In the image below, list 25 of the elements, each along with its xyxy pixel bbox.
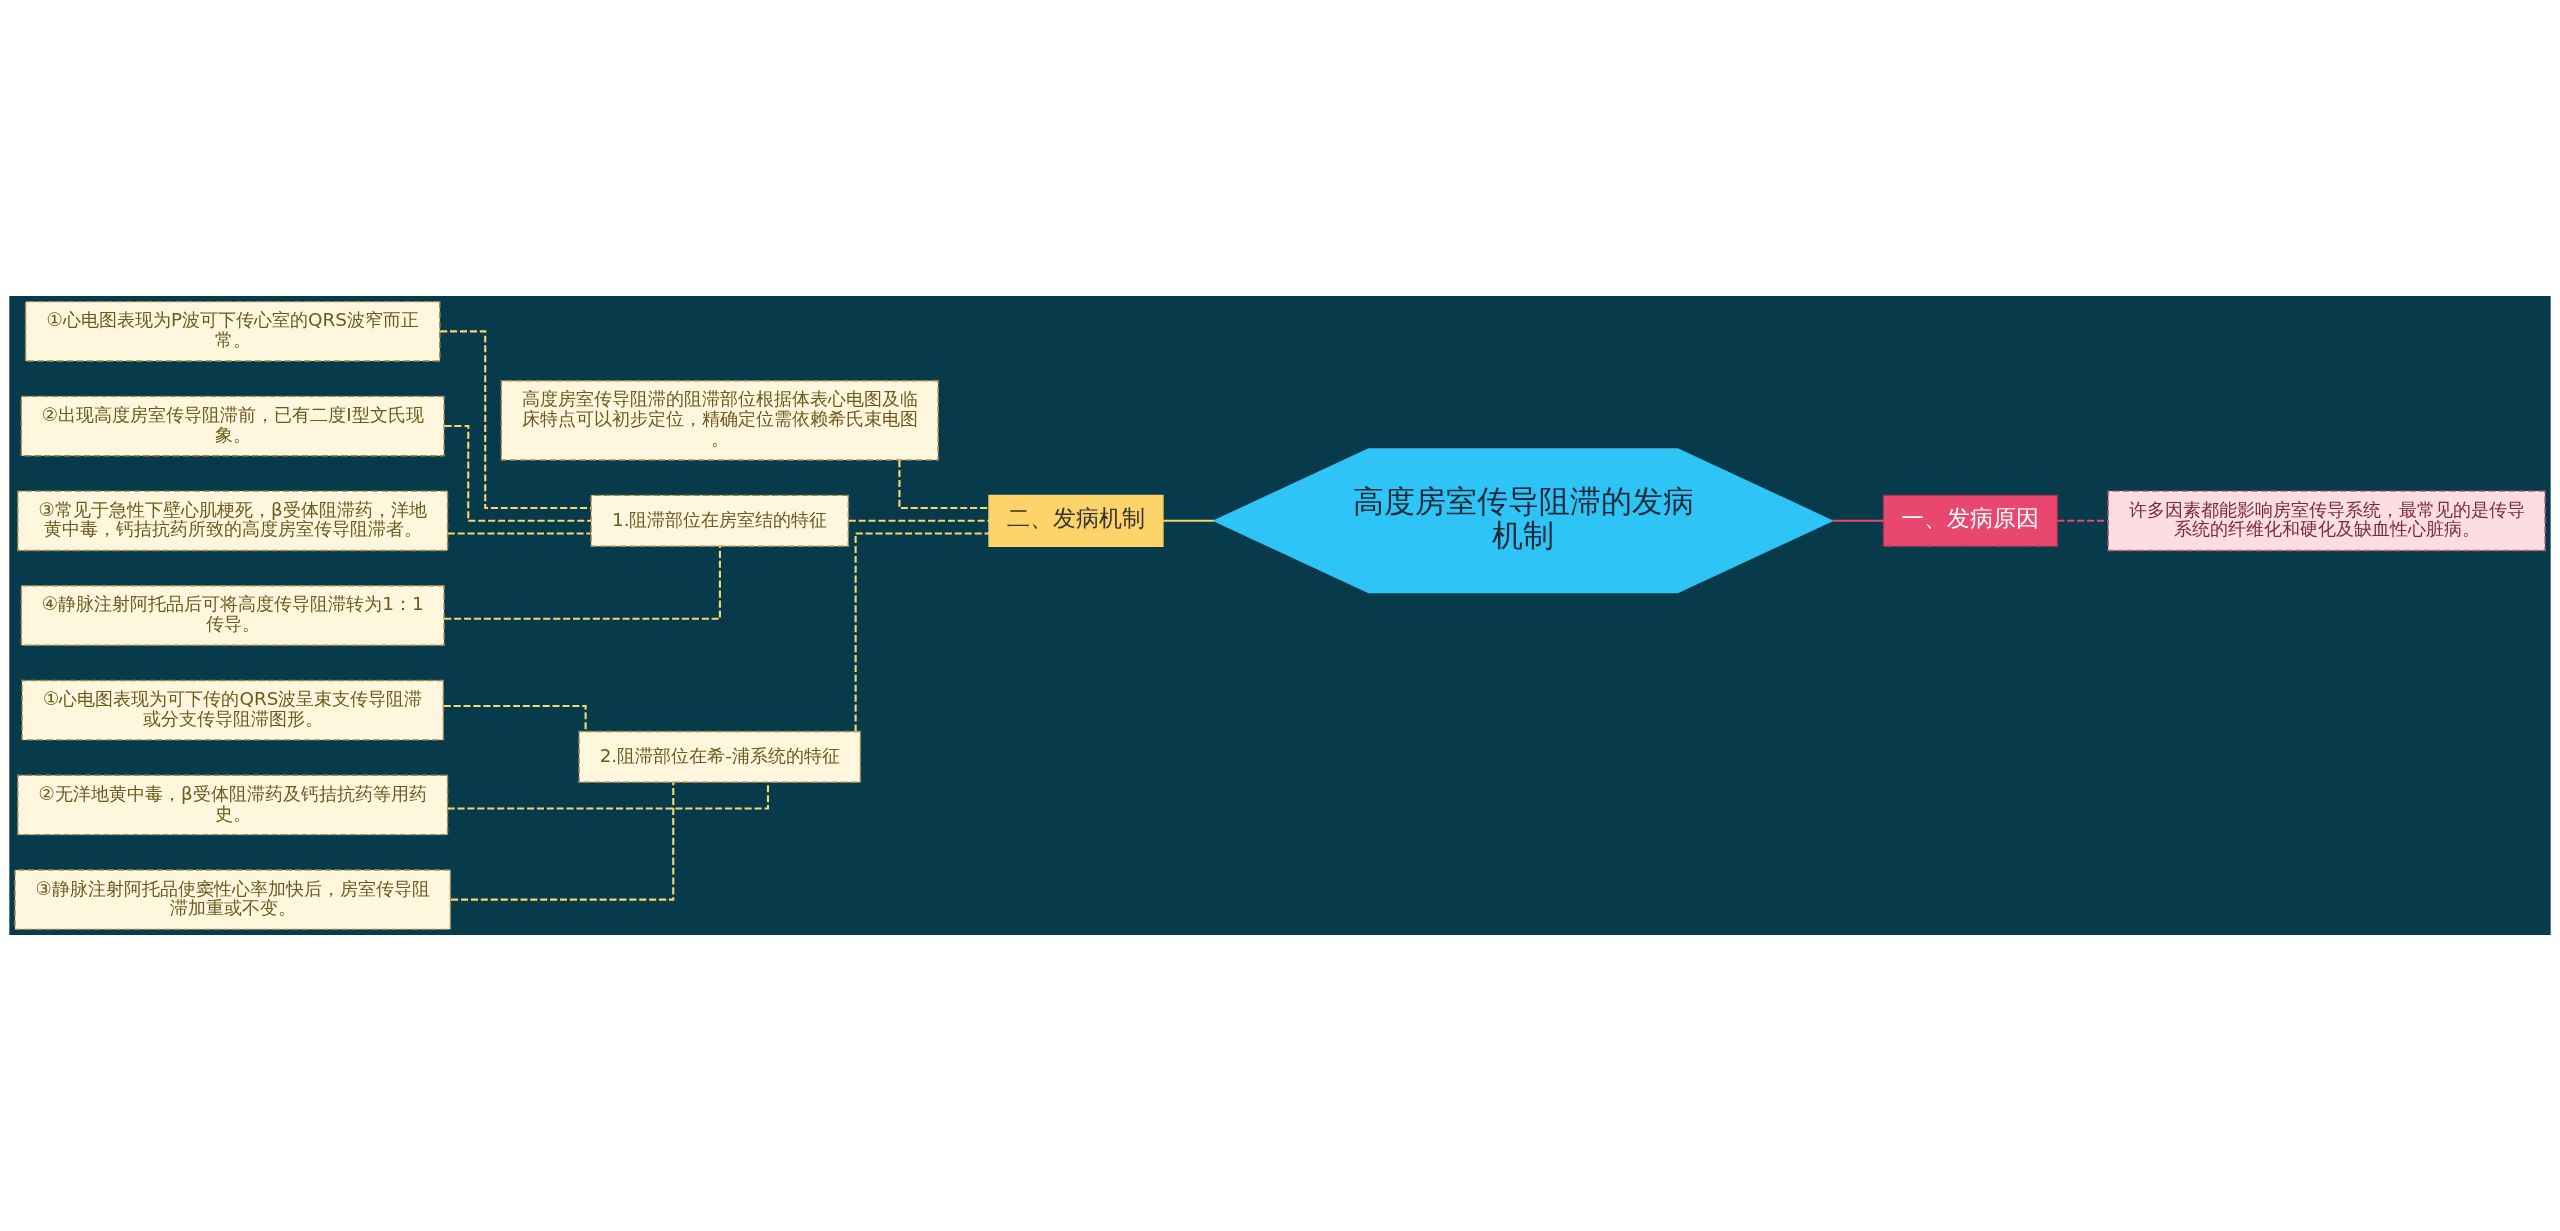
node-box: ①心电图表现为P波可下传心室的QRS波窄而正常。: [24, 300, 441, 362]
connector: [898, 460, 989, 510]
connector: [444, 546, 721, 620]
connector: [1163, 519, 1214, 522]
connector: [2057, 519, 2108, 522]
node-box: 二、发病机制: [988, 494, 1164, 547]
node-box: ①心电图表现为可下传的QRS波呈束支传导阻滞或分支传导阻滞图形。: [21, 679, 445, 741]
connector: [451, 782, 675, 901]
connector: [848, 519, 989, 522]
connector: [444, 425, 592, 522]
node-box: 高度房室传导阻滞的阻滞部位根据体表心电图及临床特点可以初步定位，精确定位需依赖希氏束电图。: [500, 380, 939, 461]
node-box: ④静脉注射阿托品后可将高度传导阻滞转为1：1传导。: [20, 585, 445, 646]
node-box: ③常见于急性下壁心肌梗死，β受体阻滞药，洋地黄中毒，钙拮抗药所致的高度房室传导阻滞者。: [17, 490, 449, 552]
node-box: ②出现高度房室传导阻滞前，已有二度Ⅰ型文氏现象。: [20, 395, 445, 457]
node-box: 1.阻滞部位在房室结的特征: [590, 494, 850, 547]
node-box: ③静脉注射阿托品使窦性心率加快后，房室传导阻滞加重或不变。: [14, 869, 452, 931]
connector: [447, 532, 591, 535]
node-box: 2.阻滞部位在希-浦系统的特征: [578, 730, 862, 784]
node-box: 许多因素都能影响房室传导系统，最常见的是传导系统的纤维化和硬化及缺血性心脏病。: [2107, 490, 2546, 552]
connector: [440, 330, 591, 510]
connector: [854, 532, 989, 732]
connector: [447, 782, 770, 810]
node-box: ②无洋地黄中毒，β受体阻滞药及钙拮抗药等用药史。: [17, 774, 449, 836]
node-box: 一、发病原因: [1882, 494, 2058, 547]
connector: [1832, 519, 1884, 522]
